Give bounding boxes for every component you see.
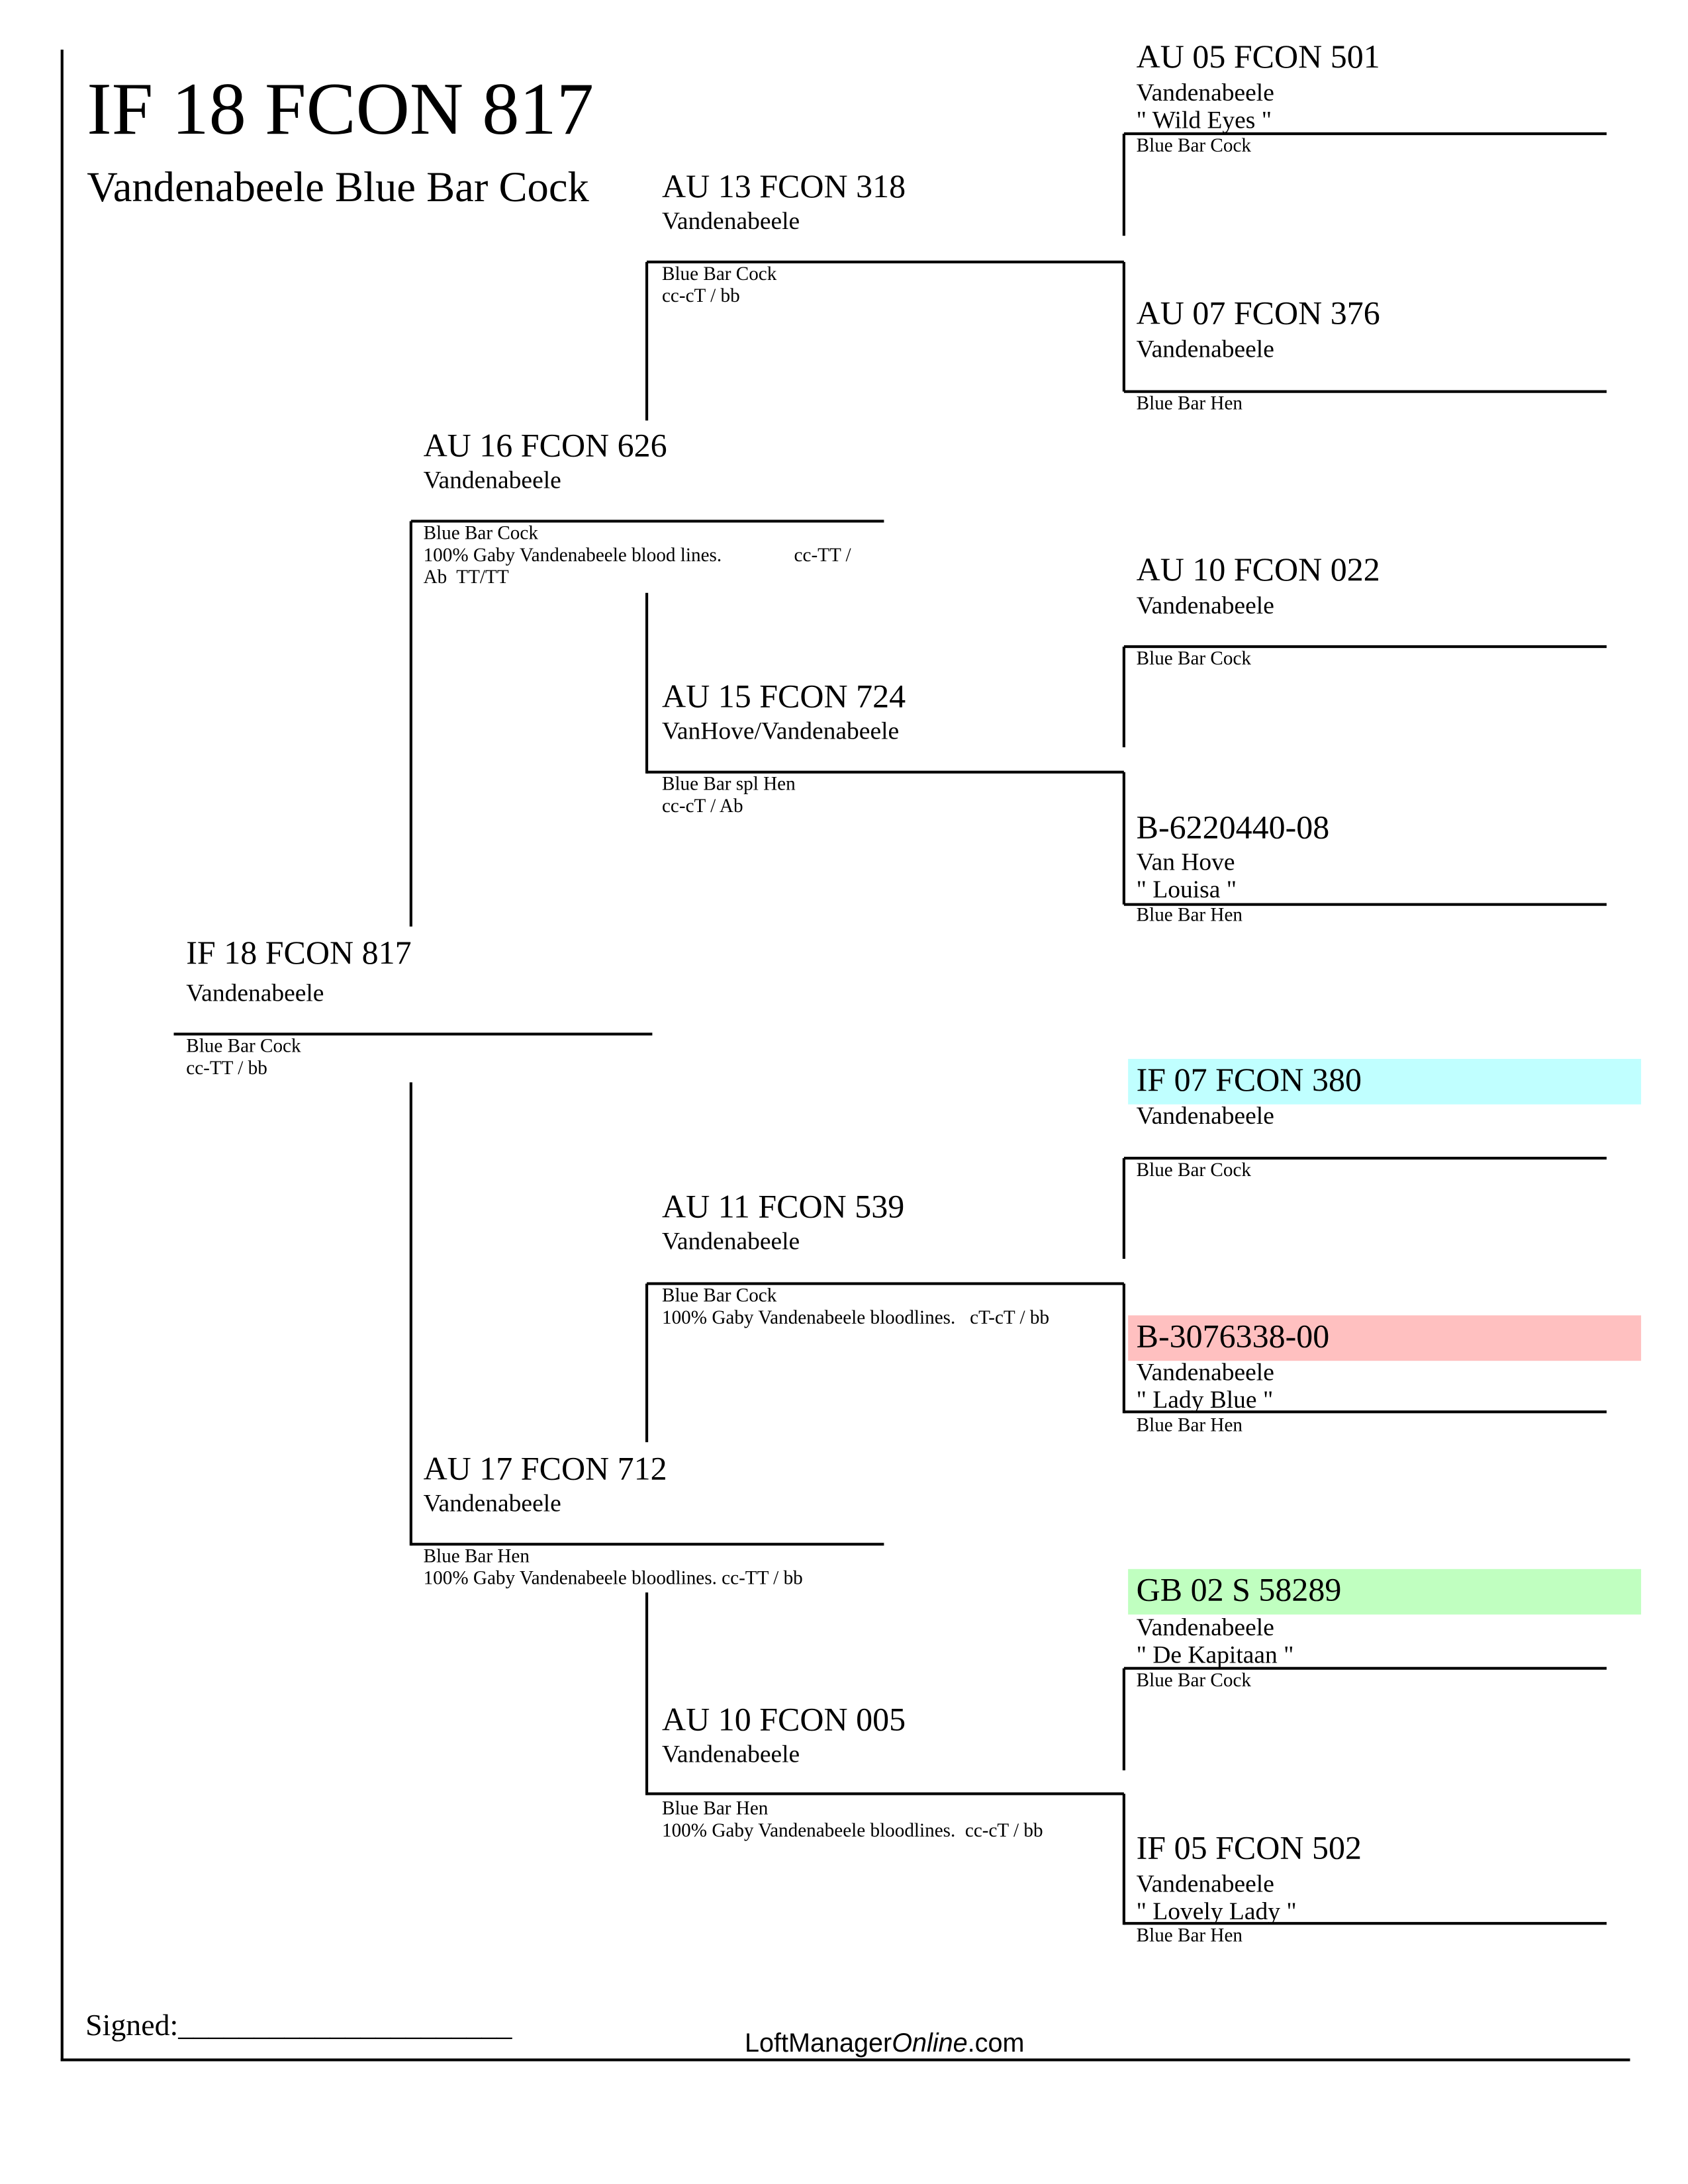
- notes: Blue Bar Hen: [1136, 394, 1243, 416]
- breed: Vandenabeele: [1136, 335, 1274, 363]
- connector: [1122, 1158, 1125, 1259]
- breed: Vandenabeele: [423, 466, 561, 494]
- connector: [409, 1082, 412, 1546]
- page-subtitle: Vandenabeele Blue Bar Cock: [87, 165, 589, 208]
- highlight-pink: [1128, 1315, 1642, 1361]
- breed: VanHove/Vandenabeele: [661, 717, 900, 745]
- brand-footer: LoftManagerOnline.com: [744, 2029, 1025, 2059]
- ring-number: IF 07 FCON 380: [1136, 1063, 1362, 1099]
- connector: [1122, 261, 1125, 392]
- ring-number: AU 16 FCON 626: [423, 428, 667, 465]
- breed: Vandenabeele: [661, 1740, 800, 1768]
- breed: Vandenabeele: [661, 206, 800, 235]
- page-title: IF 18 FCON 817: [87, 68, 594, 151]
- ring-number: AU 07 FCON 376: [1136, 296, 1380, 333]
- connector: [645, 1283, 649, 1443]
- notes: Blue Bar Hen: [1136, 1416, 1243, 1437]
- breed: Vandenabeele: [1136, 1358, 1274, 1386]
- entry-line: [410, 520, 884, 523]
- connector: [1122, 1668, 1125, 1770]
- entry-line: [1123, 390, 1607, 393]
- connector: [1122, 1794, 1125, 1925]
- ring-number: AU 05 FCON 501: [1136, 40, 1380, 76]
- ring-number: B-6220440-08: [1136, 810, 1330, 847]
- ring-number: AU 10 FCON 022: [1136, 553, 1380, 589]
- entry-line: [1123, 132, 1607, 136]
- breed: Vandenabeele: [1136, 78, 1274, 107]
- bird-name: " Lady Blue ": [1136, 1385, 1274, 1414]
- entry-line: [1123, 1922, 1607, 1925]
- breed: Vandenabeele: [423, 1488, 561, 1517]
- breed: Van Hove: [1136, 848, 1235, 876]
- entry-line: [1123, 1666, 1607, 1670]
- breed: Vandenabeele: [661, 1227, 800, 1255]
- connector: [1122, 772, 1125, 905]
- breed: Vandenabeele: [186, 979, 324, 1007]
- bird-name: " Louisa ": [1136, 875, 1237, 903]
- highlight-cyan: [1128, 1058, 1642, 1105]
- connector: [645, 592, 649, 774]
- connector: [1122, 647, 1125, 748]
- entry-line: [1123, 645, 1607, 649]
- bird-name: " Wild Eyes ": [1136, 106, 1272, 134]
- entry-line: [647, 1792, 1124, 1796]
- breed: Vandenabeele: [1136, 591, 1274, 619]
- signature-line: Signed:______________________: [85, 2007, 512, 2042]
- connector: [1122, 1283, 1125, 1414]
- notes: Blue Bar Hen: [1136, 1926, 1243, 1947]
- bottom-border: [60, 2058, 1630, 2062]
- entry-line: [173, 1032, 653, 1036]
- notes: Blue Bar Hen: [1136, 905, 1243, 927]
- entry-line: [1123, 1156, 1607, 1160]
- connector: [409, 521, 412, 927]
- bird-name: " Lovely Lady ": [1136, 1897, 1297, 1925]
- ring-number: IF 18 FCON 817: [186, 936, 412, 972]
- entry-line: [647, 770, 1124, 774]
- ring-number: AU 15 FCON 724: [661, 680, 906, 716]
- ring-number: AU 10 FCON 005: [661, 1702, 906, 1739]
- ring-number: IF 05 FCON 502: [1136, 1831, 1362, 1867]
- entry-line: [1123, 903, 1607, 906]
- breed: Vandenabeele: [1136, 1869, 1274, 1897]
- connector: [645, 1592, 649, 1796]
- notes: Blue Bar Cock: [1136, 649, 1252, 670]
- connector: [645, 261, 649, 421]
- notes: Blue Bar Cock: [1136, 136, 1252, 158]
- highlight-green: [1128, 1569, 1642, 1615]
- entry-line: [647, 1282, 1124, 1285]
- entry-line: [410, 1543, 884, 1546]
- connector: [1122, 134, 1125, 236]
- breed: Vandenabeele: [1136, 1613, 1274, 1641]
- ring-number: AU 17 FCON 712: [423, 1451, 667, 1488]
- bird-name: " De Kapitaan ": [1136, 1641, 1294, 1668]
- notes: Blue Bar Cock: [1136, 1670, 1252, 1692]
- left-border: [60, 49, 64, 2062]
- ring-number: B-3076338-00: [1136, 1319, 1330, 1355]
- entry-line: [1123, 1410, 1607, 1414]
- entry-line: [647, 260, 1124, 263]
- ring-number: GB 02 S 58289: [1136, 1573, 1342, 1610]
- ring-number: AU 13 FCON 318: [661, 169, 906, 206]
- breed: Vandenabeele: [1136, 1101, 1274, 1130]
- ring-number: AU 11 FCON 539: [661, 1189, 905, 1226]
- notes: Blue Bar Cock: [1136, 1161, 1252, 1182]
